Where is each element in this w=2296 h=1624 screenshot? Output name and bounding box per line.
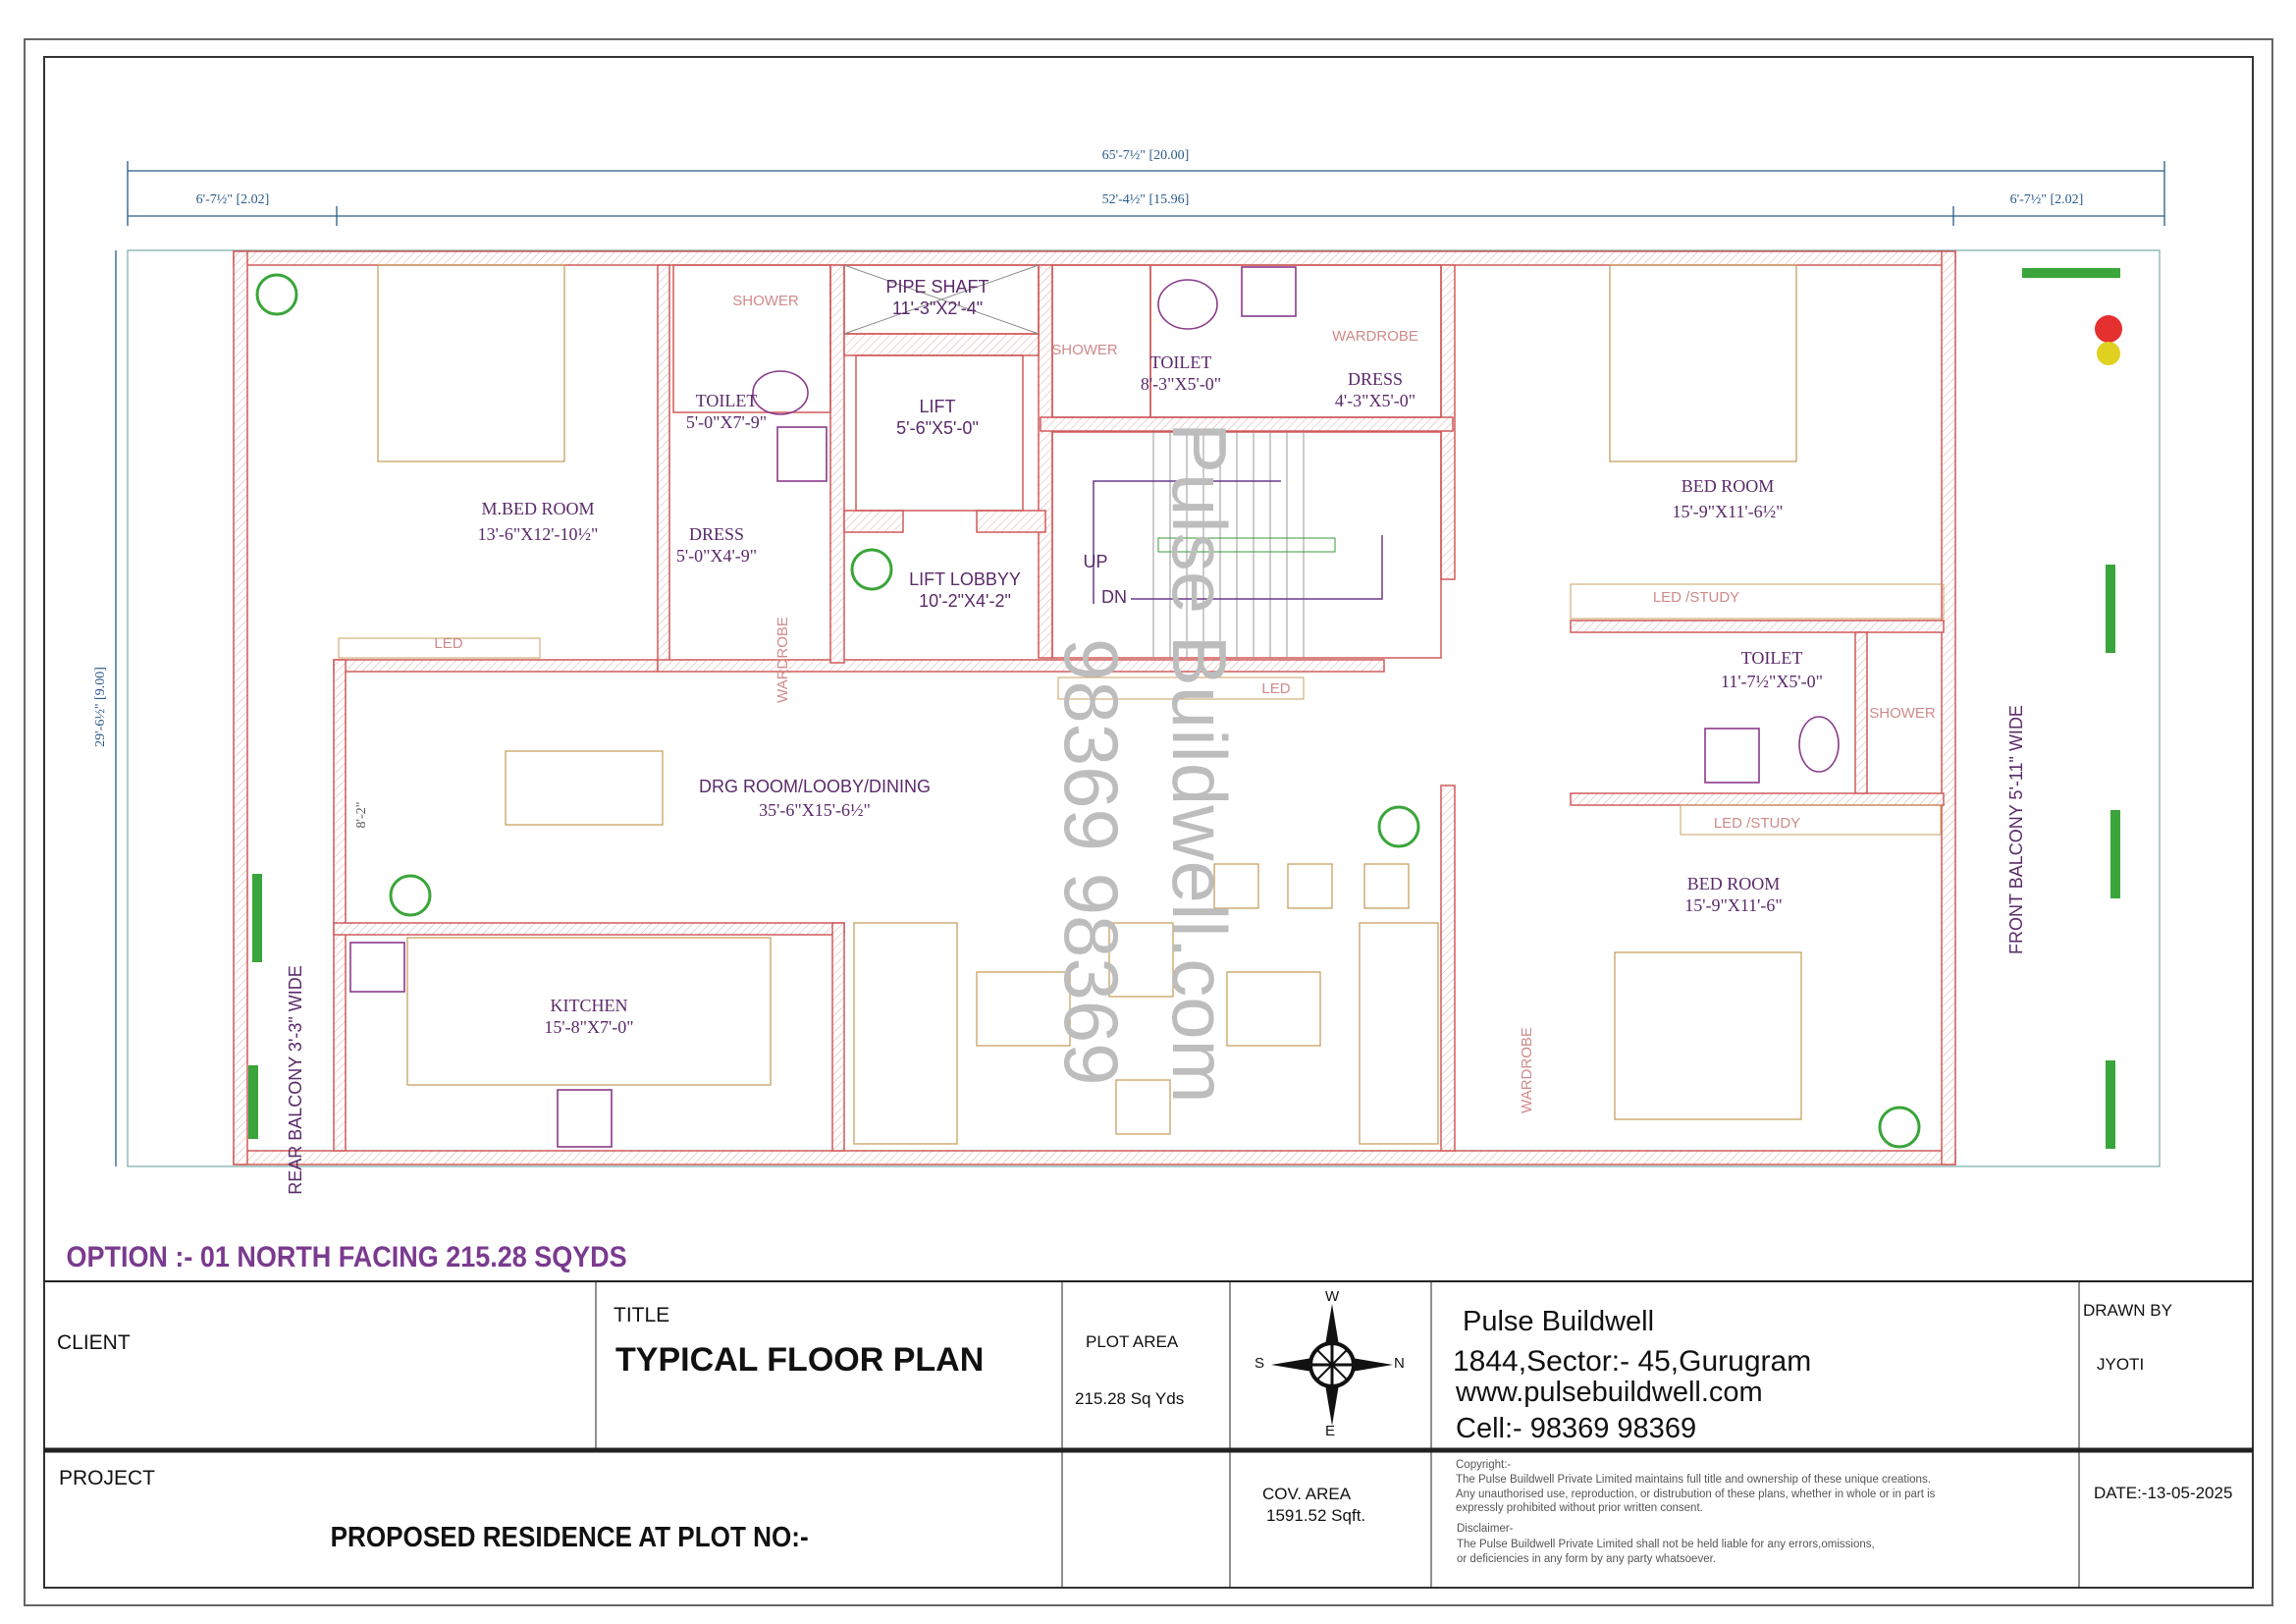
room-lift-lobby-size: 10'-2"X4'-2": [919, 591, 1011, 611]
compass-w: W: [1325, 1288, 1340, 1305]
company-address: 1844,Sector:- 45,Gurugram: [1453, 1345, 1811, 1378]
room-wardrobe-1: WARDROBE: [1332, 328, 1418, 345]
room-pipe-shaft-name: PIPE SHAFT: [885, 277, 988, 297]
copyright-line: Any unauthorised use, reproduction, or d…: [1456, 1489, 1936, 1500]
flower-icon: [2095, 315, 2122, 343]
dim-rear-balcony-gap: 8'-2": [354, 802, 369, 829]
fixtures: [338, 264, 1945, 1148]
dim-depth: 29'-6½" [9.00]: [93, 667, 108, 747]
room-dress-2-name: DRESS: [1348, 369, 1403, 389]
compass-s: S: [1255, 1355, 1264, 1372]
room-dress-1-name: DRESS: [689, 524, 744, 544]
room-lift-size: 5'-6"X5'-0": [896, 418, 979, 438]
room-pipe-shaft-size: 11'-3"X2'-4": [892, 298, 983, 318]
room-bed-1-size: 15'-9"X11'-6½": [1672, 502, 1783, 521]
plot-area-value: 215.28 Sq Yds: [1075, 1389, 1184, 1408]
stair-dn-label: DN: [1101, 587, 1127, 607]
stair-up-label: UP: [1083, 552, 1107, 571]
room-shower-1: SHOWER: [732, 293, 799, 309]
room-shower-3: SHOWER: [1869, 705, 1936, 722]
room-shower-2: SHOWER: [1051, 342, 1118, 358]
room-toilet-3-size: 11'-7½"X5'-0": [1721, 672, 1823, 691]
room-dress-1-size: 5'-0"X4'-9": [676, 546, 757, 566]
plot-area-label: PLOT AREA: [1086, 1332, 1179, 1351]
led-label-2: LED: [1261, 680, 1290, 697]
room-drawing-name: DRG ROOM/LOOBY/DINING: [699, 777, 931, 796]
room-bed-2-name: BED ROOM: [1687, 874, 1781, 893]
option-heading: OPTION :- 01 NORTH FACING 215.28 SQYDS: [67, 1241, 627, 1274]
room-lift-name: LIFT: [919, 397, 955, 416]
copyright-line: expressly prohibited without prior writt…: [1456, 1502, 1703, 1514]
dim-left-setback: 6'-7½" [2.02]: [196, 192, 270, 207]
drawn-by-label: DRAWN BY: [2083, 1301, 2172, 1320]
room-kitchen-name: KITCHEN: [551, 996, 628, 1015]
room-toilet-3-name: TOILET: [1741, 648, 1803, 668]
plot-boundary: [127, 249, 2161, 1167]
cov-area-label: COV. AREA: [1262, 1485, 1352, 1503]
copyright-notice: Copyright:- The Pulse Buildwell Private …: [1456, 1459, 1936, 1565]
project-label: PROJECT: [59, 1467, 155, 1489]
room-drawing-size: 35'-6"X15'-6½": [759, 800, 871, 820]
flower-icon: [2097, 342, 2120, 365]
date-value: DATE:-13-05-2025: [2094, 1484, 2232, 1502]
front-balcony-label: FRONT BALCONY 5'-11" WIDE: [2006, 705, 2026, 954]
copyright-line: The Pulse Buildwell Private Limited main…: [1456, 1474, 1931, 1486]
room-lift-lobby-name: LIFT LOBBYY: [909, 569, 1021, 589]
room-kitchen-size: 15'-8"X7'-0": [544, 1017, 633, 1037]
room-wardrobe-3: WARDROBE: [1519, 1027, 1535, 1113]
watermark-phone: 98369 98369: [1048, 638, 1135, 1085]
room-toilet-1-name: TOILET: [696, 391, 758, 410]
room-wardrobe-2: WARDROBE: [774, 617, 791, 703]
project-value: PROPOSED RESIDENCE AT PLOT NO:-: [331, 1521, 809, 1553]
dim-right-setback: 6'-7½" [2.02]: [2010, 192, 2084, 207]
compass-n: N: [1394, 1355, 1405, 1372]
cov-area-value: 1591.52 Sqft.: [1266, 1506, 1365, 1525]
room-toilet-2-name: TOILET: [1150, 352, 1212, 372]
led-label-1: LED: [434, 635, 462, 652]
led-study-label-1: LED /STUDY: [1653, 589, 1739, 606]
copyright-line: Copyright:-: [1456, 1459, 1511, 1471]
outer-border: [24, 38, 2273, 1606]
led-study-label-2: LED /STUDY: [1714, 815, 1800, 832]
room-toilet-1-size: 5'-0"X7'-9": [686, 412, 767, 432]
watermark-site: Pulse Buildwell.com: [1156, 422, 1243, 1104]
rear-balcony-label: REAR BALCONY 3'-3" WIDE: [286, 965, 305, 1195]
room-bed-1-name: BED ROOM: [1682, 476, 1775, 496]
title-label: TITLE: [614, 1304, 669, 1326]
company-cell: Cell:- 98369 98369: [1456, 1413, 1696, 1444]
company-name: Pulse Buildwell: [1463, 1306, 1654, 1337]
disclaimer-line: The Pulse Buildwell Private Limited shal…: [1457, 1539, 1875, 1550]
room-toilet-2-size: 8'-3"X5'-0": [1141, 374, 1221, 394]
drawing-title: TYPICAL FLOOR PLAN: [615, 1341, 984, 1379]
disclaimer-line: Disclaimer-: [1457, 1523, 1514, 1535]
dimension-lines: [115, 161, 2165, 1166]
walls: [233, 250, 1956, 1165]
compass-icon: [1271, 1304, 1393, 1426]
compass-e: E: [1325, 1423, 1335, 1439]
room-master-bed-size: 13'-6"X12'-10½": [478, 524, 599, 544]
dim-building: 52'-4½" [15.96]: [1102, 192, 1190, 207]
plant-icons: [248, 268, 2120, 1149]
title-block: [44, 1280, 2253, 1588]
company-website: www.pulsebuildwell.com: [1455, 1377, 1763, 1408]
disclaimer-line: or deficiencies in any form by any party…: [1457, 1553, 1716, 1565]
room-bed-2-size: 15'-9"X11'-6": [1684, 895, 1783, 915]
room-master-bed-name: M.BED ROOM: [481, 499, 594, 518]
room-dress-2-size: 4'-3"X5'-0": [1335, 391, 1415, 410]
client-label: CLIENT: [57, 1331, 131, 1354]
drawn-by-value: JYOTI: [2097, 1355, 2144, 1374]
dim-overall: 65'-7½" [20.00]: [1102, 148, 1190, 163]
inner-border: [43, 56, 2254, 1589]
